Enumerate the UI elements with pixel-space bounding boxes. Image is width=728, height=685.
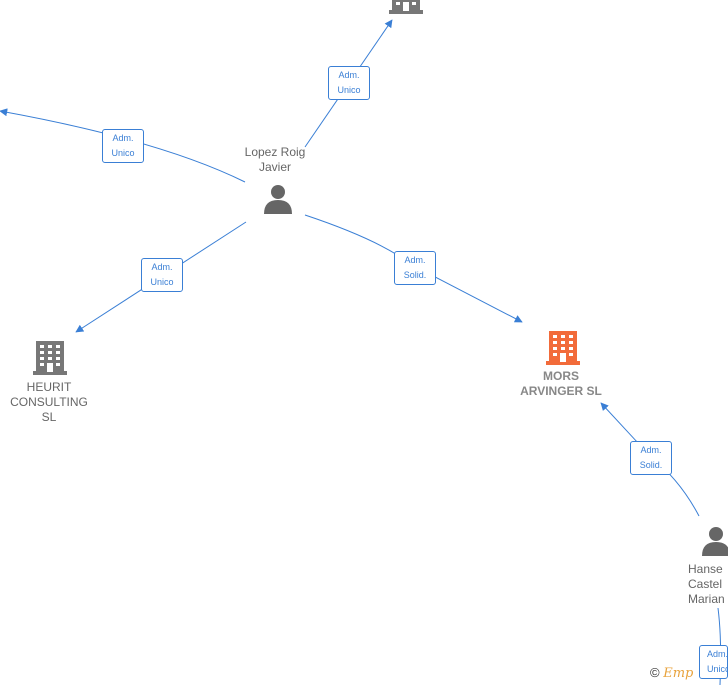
edge-label-role[interactable]: Adm. Unico: [328, 66, 370, 100]
edge-label-role[interactable]: Adm. Unico: [699, 645, 728, 679]
copyright-notice: © Emp: [650, 665, 693, 681]
building-icon[interactable]: [389, 0, 423, 14]
person-icon[interactable]: [264, 185, 292, 214]
person-icon[interactable]: [702, 527, 728, 556]
brand-logo: Emp: [663, 666, 694, 681]
company-label-heurit[interactable]: HEURIT CONSULTING SL: [10, 380, 88, 424]
edge-label-role[interactable]: Adm. Unico: [102, 129, 144, 163]
company-label-mors[interactable]: MORS ARVINGER SL: [520, 369, 602, 398]
building-icon[interactable]: [33, 341, 67, 375]
person-label-lopez-roig[interactable]: Lopez Roig Javier: [244, 145, 306, 174]
building-icon[interactable]: [546, 331, 580, 365]
person-label-hansen[interactable]: Hanse Castel Marian: [688, 562, 725, 606]
edge-label-role[interactable]: Adm. Solid.: [630, 441, 672, 475]
edge-label-role[interactable]: Adm. Unico: [141, 258, 183, 292]
edge-label-role[interactable]: Adm. Solid.: [394, 251, 436, 285]
copyright-symbol: ©: [650, 665, 660, 680]
